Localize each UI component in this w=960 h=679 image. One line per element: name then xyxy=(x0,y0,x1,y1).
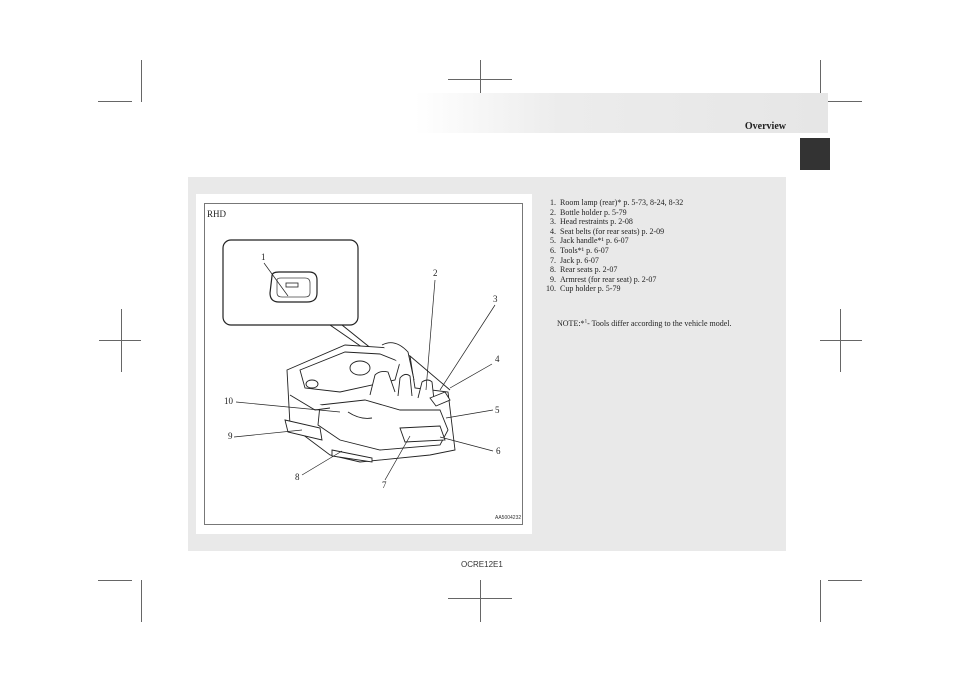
crop-mark xyxy=(141,580,142,622)
callout-9: 9 xyxy=(228,431,233,441)
list-item: 9.Armrest (for rear seat) p. 2-07 xyxy=(550,274,657,284)
crop-mark xyxy=(820,60,821,102)
callout-3: 3 xyxy=(493,294,498,304)
crop-mark xyxy=(828,580,862,581)
list-item-text: Tools*¹ p. 6-07 xyxy=(560,245,609,255)
list-item-text: Jack p. 6-07 xyxy=(560,255,599,265)
figure-code: AA5004232 xyxy=(495,515,522,521)
callout-7: 7 xyxy=(382,480,387,490)
list-item: 10.Cup holder p. 5-79 xyxy=(546,284,621,294)
list-item-text: Cup holder p. 5-79 xyxy=(560,284,621,294)
crop-mark xyxy=(141,60,142,102)
list-item: 1.Room lamp (rear)* p. 5-73, 8-24, 8-32 xyxy=(550,198,684,207)
component-list: 1.Room lamp (rear)* p. 5-73, 8-24, 8-32 … xyxy=(538,198,778,294)
list-item: 8.Rear seats p. 2-07 xyxy=(550,265,618,275)
list-item-text: Armrest (for rear seat) p. 2-07 xyxy=(560,274,657,284)
callout-1: 1 xyxy=(261,252,266,262)
crop-mark xyxy=(448,598,512,599)
footer-code: OCRE12E1 xyxy=(461,560,503,569)
list-item-text: Rear seats p. 2-07 xyxy=(560,265,618,275)
crop-mark xyxy=(828,101,862,102)
list-item-text: Bottle holder p. 5-79 xyxy=(560,207,627,217)
list-item: 7.Jack p. 6-07 xyxy=(550,255,599,265)
list-item: 4.Seat belts (for rear seats) p. 2-09 xyxy=(550,226,665,236)
list-item-text: Head restraints p. 2-08 xyxy=(560,217,633,227)
crop-mark xyxy=(820,340,862,341)
callout-10: 10 xyxy=(224,396,233,406)
region-label: RHD xyxy=(207,209,227,219)
header-band xyxy=(415,93,828,133)
callout-6: 6 xyxy=(496,446,501,456)
list-item-text: Jack handle*¹ p. 6-07 xyxy=(560,236,629,246)
crop-mark xyxy=(98,101,132,102)
section-tab xyxy=(800,138,830,170)
crop-mark xyxy=(480,60,481,102)
list-item-text: Room lamp (rear)* p. 5-73, 8-24, 8-32 xyxy=(560,198,684,207)
figure-frame xyxy=(204,203,523,525)
crop-mark xyxy=(820,580,821,622)
page-title: Overview xyxy=(744,121,786,132)
callout-5: 5 xyxy=(495,405,500,415)
list-item: 2.Bottle holder p. 5-79 xyxy=(550,207,627,217)
leader-lines xyxy=(233,279,496,481)
list-item: 3.Head restraints p. 2-08 xyxy=(550,217,633,227)
vehicle-body xyxy=(284,342,456,463)
callout-8: 8 xyxy=(295,472,300,482)
crop-mark xyxy=(98,580,132,581)
crop-mark xyxy=(99,340,141,341)
list-item: 5.Jack handle*¹ p. 6-07 xyxy=(550,236,629,246)
callout-4: 4 xyxy=(495,354,500,364)
callout-2: 2 xyxy=(433,268,438,278)
list-item-text: Seat belts (for rear seats) p. 2-09 xyxy=(560,226,665,236)
crop-mark xyxy=(480,580,481,622)
note: NOTE:*1- Tools differ according to the v… xyxy=(557,319,732,328)
list-item: 6.Tools*¹ p. 6-07 xyxy=(550,245,609,255)
crop-mark xyxy=(448,79,512,80)
